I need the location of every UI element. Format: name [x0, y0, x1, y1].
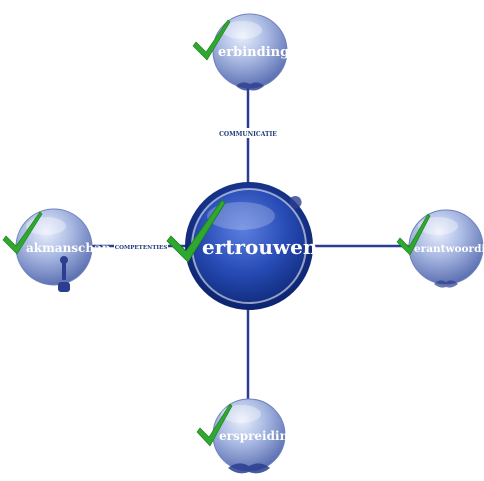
wrench-hand-icon	[58, 256, 70, 292]
node-top: erbinding	[192, 13, 289, 91]
node-center: ertrouwen	[166, 182, 318, 310]
edge-label-top: COMMUNICATIE	[219, 128, 277, 138]
checkmark-icon	[196, 403, 233, 447]
handshake-icon	[228, 463, 270, 474]
center-label: ertrouwen	[202, 235, 318, 259]
checkmark-icon	[396, 213, 431, 256]
node-right: erantwoording	[396, 209, 484, 288]
handshake-icon	[236, 82, 264, 91]
node-top-label: erbinding	[218, 45, 289, 60]
edge-label-left: COMPETENTIES	[114, 241, 168, 251]
edge-label-left-text: COMPETENTIES	[115, 245, 168, 251]
checkmark-icon	[166, 199, 226, 263]
edge-label-top-text: COMMUNICATIE	[219, 131, 277, 138]
node-left: akmanschap	[2, 208, 110, 292]
node-right-label: erantwoording	[414, 243, 484, 255]
node-left-label: akmanschap	[26, 241, 110, 255]
checkmark-icon	[192, 19, 231, 61]
node-bottom: erspreiding	[196, 398, 297, 474]
handshake-icon	[434, 280, 458, 288]
handshake-icon	[290, 196, 302, 209]
node-bottom-label: erspreiding	[219, 429, 297, 443]
checkmark-icon	[2, 211, 43, 255]
